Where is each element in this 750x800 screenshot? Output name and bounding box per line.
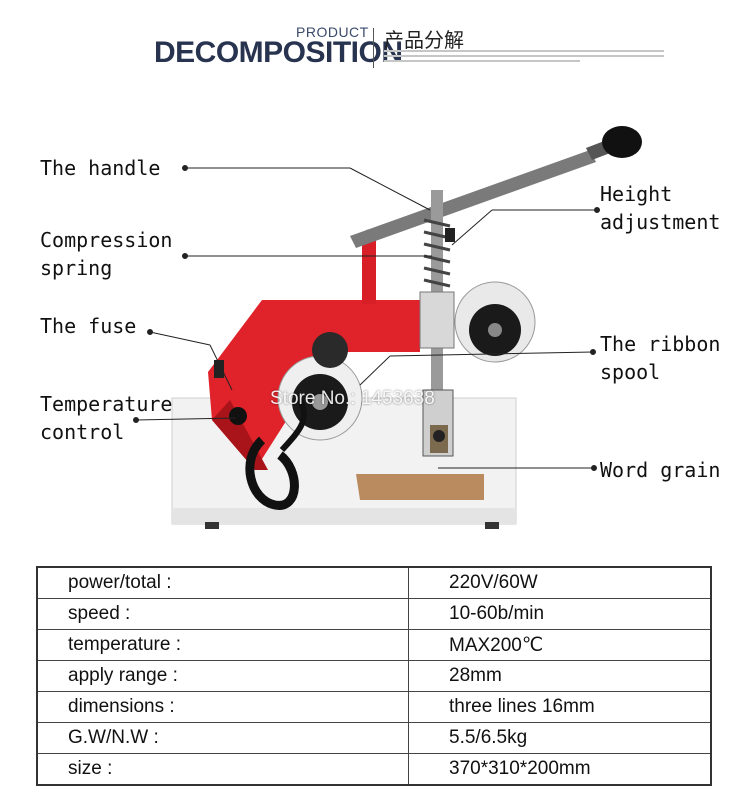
label-compression-spring: Compression spring bbox=[40, 228, 173, 280]
label-height-adjustment: Height adjustment bbox=[600, 182, 721, 234]
red-housing bbox=[208, 300, 420, 470]
label-the-handle: The handle bbox=[40, 156, 161, 180]
label-word-grain: Word grain bbox=[600, 458, 721, 482]
header-fine-print bbox=[384, 50, 664, 72]
header-product: PRODUCT bbox=[296, 24, 369, 40]
spec-value: 28mm bbox=[408, 660, 712, 692]
header-title: DECOMPOSITION bbox=[154, 36, 403, 69]
header-chinese-title: 产品分解 bbox=[384, 28, 464, 52]
machine-illustration bbox=[133, 126, 642, 529]
label-the-fuse: The fuse bbox=[40, 314, 137, 338]
spec-value: 10-60b/min bbox=[408, 598, 712, 630]
table-row: G.W/N.W : 5.5/6.5kg bbox=[36, 722, 712, 754]
red-link bbox=[362, 232, 376, 304]
power-cable bbox=[245, 436, 299, 510]
table-row: dimensions : three lines 16mm bbox=[36, 691, 712, 723]
table-row: power/total : 220V/60W bbox=[36, 566, 712, 599]
spec-value: 370*310*200mm bbox=[408, 753, 712, 786]
spec-name: temperature : bbox=[36, 629, 409, 661]
spec-table: power/total : 220V/60W speed : 10-60b/mi… bbox=[36, 566, 712, 786]
table-row: size : 370*310*200mm bbox=[36, 753, 712, 786]
label-ribbon-spool: The ribbon spool bbox=[600, 332, 721, 384]
table-row: speed : 10-60b/min bbox=[36, 598, 712, 630]
table-row: temperature : MAX200℃ bbox=[36, 629, 712, 661]
spec-value: 220V/60W bbox=[408, 566, 712, 599]
header-divider bbox=[373, 28, 374, 68]
spec-value: three lines 16mm bbox=[408, 691, 712, 723]
spec-name: power/total : bbox=[36, 566, 409, 599]
watermark-text: Store No.: 1453638 bbox=[270, 388, 435, 409]
handle-arm bbox=[350, 150, 596, 248]
spec-name: apply range : bbox=[36, 660, 409, 692]
temperature-knob bbox=[229, 407, 247, 425]
compression-spring bbox=[423, 218, 451, 288]
spec-name: size : bbox=[36, 753, 409, 786]
table-row: apply range : 28mm bbox=[36, 660, 712, 692]
handle-grip bbox=[602, 126, 642, 158]
label-temperature-control: Temperature control bbox=[40, 392, 173, 444]
spec-value: 5.5/6.5kg bbox=[408, 722, 712, 754]
fuse bbox=[214, 360, 224, 378]
spec-value: MAX200℃ bbox=[408, 629, 712, 661]
spec-name: speed : bbox=[36, 598, 409, 630]
paper-sample bbox=[356, 474, 484, 500]
spec-name: G.W/N.W : bbox=[36, 722, 409, 754]
spec-name: dimensions : bbox=[36, 691, 409, 723]
